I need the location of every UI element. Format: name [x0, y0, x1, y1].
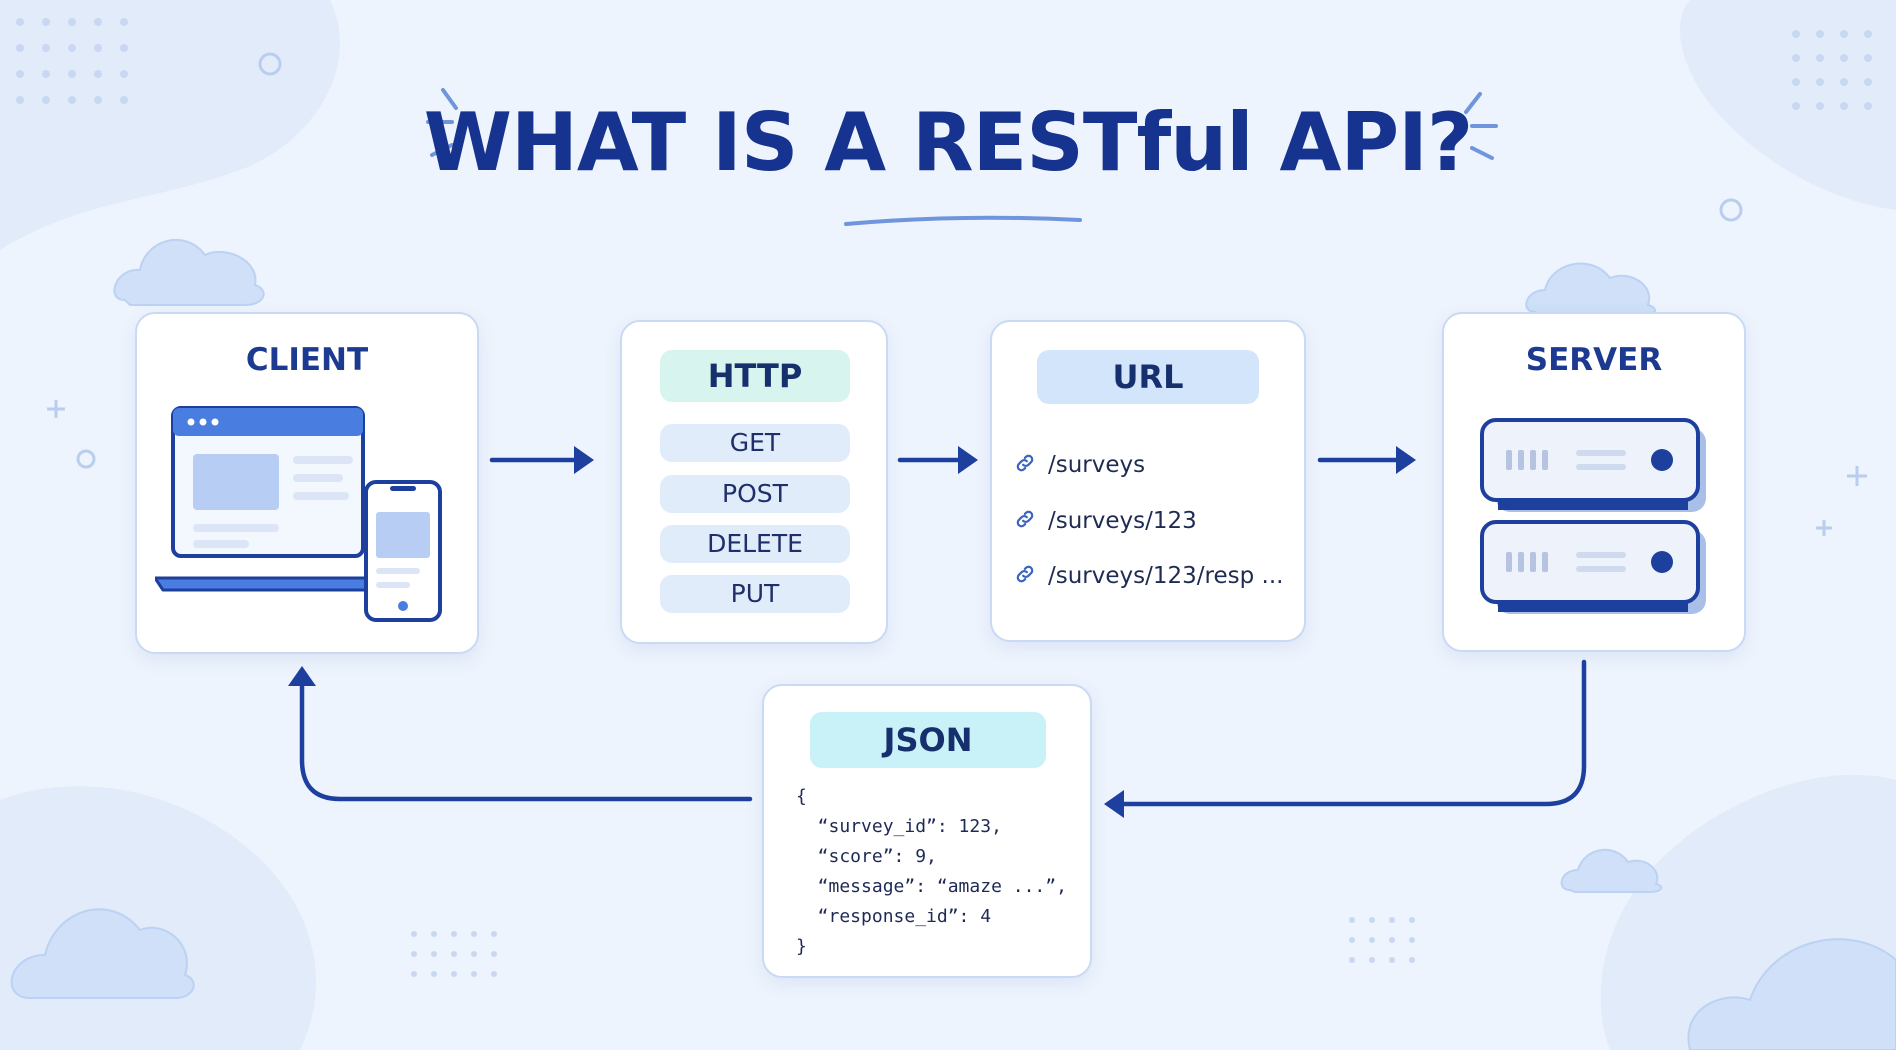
- server-card: SERVER: [1442, 312, 1746, 652]
- cloud-icon: [1525, 262, 1656, 319]
- cloud-icon: [10, 908, 195, 999]
- cloud-icon: [1560, 848, 1663, 893]
- cloud-icon: [1687, 938, 1896, 1050]
- link-icon: [1014, 508, 1036, 534]
- url-card: URL /surveys /surveys/123 /surveys/123/r…: [990, 320, 1306, 642]
- page-title: WHAT IS A RESTful API?: [423, 96, 1474, 189]
- method-delete: DELETE: [660, 525, 850, 563]
- url-path: /surveys/123/resp ...: [1048, 563, 1284, 589]
- dot-grid: [16, 18, 1872, 977]
- url-item: /surveys/123/resp ...: [1014, 563, 1283, 589]
- link-icon: [1014, 452, 1036, 478]
- url-path: /surveys: [1048, 452, 1146, 478]
- json-line: }: [796, 936, 807, 957]
- laptop-icon: [155, 406, 375, 592]
- json-body: { “survey_id”: 123, “score”: 9, “message…: [796, 782, 1067, 962]
- json-title: JSON: [810, 712, 1046, 768]
- client-card: CLIENT: [135, 312, 479, 654]
- url-title: URL: [1037, 350, 1259, 404]
- url-path: /surveys/123: [1048, 508, 1197, 534]
- json-line: {: [796, 786, 807, 807]
- json-line: “response_id”: 4: [796, 906, 992, 927]
- json-card: JSON { “survey_id”: 123, “score”: 9, “me…: [762, 684, 1092, 978]
- client-title: CLIENT: [245, 342, 369, 378]
- http-title: HTTP: [660, 350, 850, 402]
- json-line: “score”: 9,: [796, 846, 937, 867]
- method-put: PUT: [660, 575, 850, 613]
- method-get: GET: [660, 424, 850, 462]
- server-title: SERVER: [1525, 342, 1663, 378]
- url-item: /surveys: [1014, 452, 1145, 478]
- method-post: POST: [660, 475, 850, 513]
- cloud-icon: [113, 239, 265, 306]
- server-icon: [1480, 418, 1706, 614]
- link-icon: [1014, 563, 1036, 589]
- http-card: HTTP GET POST DELETE PUT: [620, 320, 888, 644]
- url-item: /surveys/123: [1014, 508, 1197, 534]
- phone-icon: [364, 480, 442, 622]
- json-line: “message”: “amaze ...”,: [796, 876, 1067, 897]
- json-line: “survey_id”: 123,: [796, 816, 1002, 837]
